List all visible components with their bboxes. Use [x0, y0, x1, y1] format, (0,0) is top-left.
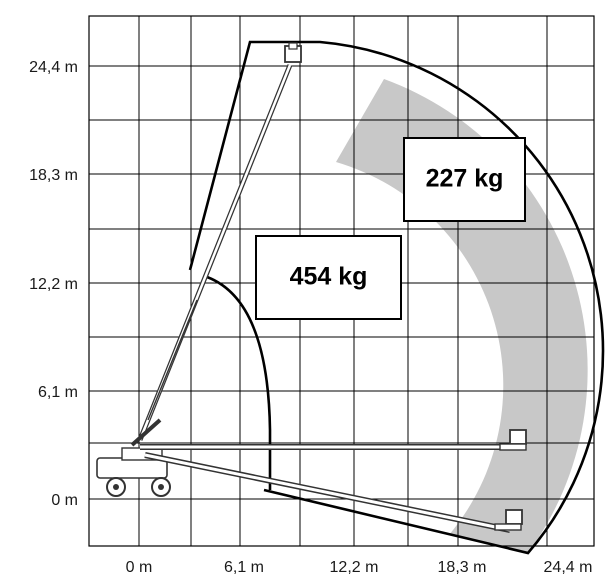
- y-tick-label: 12,2 m: [29, 276, 78, 293]
- y-tick-label: 24,4 m: [29, 59, 78, 76]
- x-tick-label: 12,2 m: [330, 559, 379, 576]
- x-tick-label: 24,4 m: [544, 559, 593, 576]
- x-axis: 0 m 6,1 m 12,2 m 18,3 m 24,4 m: [126, 559, 593, 576]
- y-tick-label: 0 m: [51, 492, 78, 509]
- x-tick-label: 6,1 m: [224, 559, 264, 576]
- machine-chassis: [96, 447, 171, 497]
- boom-lowered: [144, 452, 523, 533]
- capacity-text-454kg: 454 kg: [290, 263, 368, 291]
- capacity-text-227kg: 227 kg: [426, 165, 504, 193]
- capacity-label-227kg: 227 kg: [403, 137, 526, 222]
- x-tick-label: 18,3 m: [438, 559, 487, 576]
- zone-454kg-boundary: [206, 275, 272, 490]
- capacity-label-454kg: 454 kg: [255, 235, 402, 320]
- y-tick-label: 6,1 m: [38, 384, 78, 401]
- boom-horizontal: [140, 429, 527, 451]
- envelope-outline: [188, 40, 605, 555]
- boom-raised: [130, 42, 302, 447]
- y-axis: 24,4 m 18,3 m 12,2 m 6,1 m 0 m: [29, 59, 78, 509]
- y-tick-label: 18,3 m: [29, 167, 78, 184]
- x-tick-label: 0 m: [126, 559, 153, 576]
